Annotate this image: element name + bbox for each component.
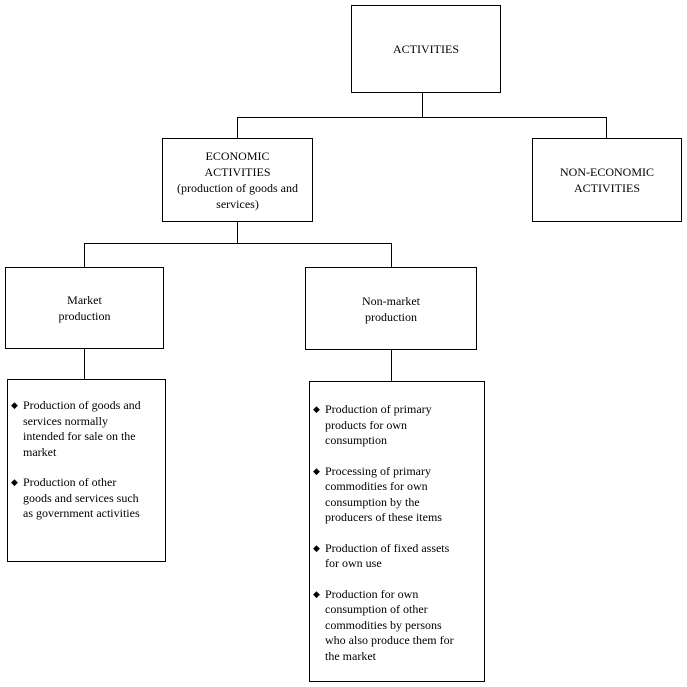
list-item-line: intended for sale on the xyxy=(23,429,136,443)
non-market-production-list-box: ◆ Production of primary products for own… xyxy=(309,381,485,682)
list-item-line: Production for own xyxy=(325,586,419,601)
list-item-line: Production of fixed assets xyxy=(325,540,450,555)
list-item-line: services normally xyxy=(23,413,108,428)
market-label-line-2: production xyxy=(58,309,111,323)
diamond-bullet-icon: ◆ xyxy=(11,477,18,487)
list-item-line: the market xyxy=(325,648,376,663)
diamond-bullet-icon: ◆ xyxy=(313,588,320,599)
non-market-production-box: Non-market production xyxy=(305,267,477,350)
list-item-line: Processing of primary xyxy=(325,463,431,478)
list-item-text: Production for own consumption of other … xyxy=(325,587,478,665)
list-item-line: consumption xyxy=(325,433,387,447)
market-production-list-box: ◆ Production of goods and services norma… xyxy=(7,379,166,562)
list-item-line: as government activities xyxy=(23,506,140,520)
list-item-line: who also produce them for xyxy=(325,633,454,647)
list-item: ◆ Production of fixed assets for own use xyxy=(313,541,478,572)
market-production-box: Market production xyxy=(5,267,164,349)
list-item-text: Production of primary products for own c… xyxy=(325,402,478,449)
diamond-bullet-icon: ◆ xyxy=(313,404,320,414)
non-economic-label-line-1: NON-ECONOMIC xyxy=(560,165,654,179)
economic-label-line-2: ACTIVITIES xyxy=(204,165,271,179)
list-item: ◆ Processing of primary commodities for … xyxy=(313,464,478,526)
non-market-label-line-2: production xyxy=(365,309,417,324)
market-label-line-1: Market xyxy=(67,293,102,307)
list-item: ◆ Production for own consumption of othe… xyxy=(313,587,478,665)
diamond-bullet-icon: ◆ xyxy=(313,465,320,476)
list-item-line: Production of goods and xyxy=(23,398,141,412)
list-item-line: commodities by persons xyxy=(325,617,442,632)
list-item-line: goods and services such xyxy=(23,490,139,505)
diamond-bullet-icon: ◆ xyxy=(11,400,18,410)
non-market-label-line-1: Non-market xyxy=(362,293,420,308)
list-item-line: products for own xyxy=(325,417,407,432)
economic-label-line-3: (production of goods and xyxy=(177,181,298,195)
non-economic-activities-box: NON-ECONOMIC ACTIVITIES xyxy=(532,138,682,222)
list-item-line: consumption of other xyxy=(325,602,428,616)
activities-box: ACTIVITIES xyxy=(351,5,501,93)
list-item-text: Production of goods and services normall… xyxy=(23,398,159,460)
list-item-line: Production of primary xyxy=(325,402,432,416)
list-item: ◆ Production of primary products for own… xyxy=(313,402,478,449)
list-item-line: market xyxy=(23,444,57,459)
economic-label-line-4: services) xyxy=(216,197,259,211)
list-item-line: for own use xyxy=(325,556,382,570)
list-item-line: Production of other xyxy=(23,475,117,489)
market-production-list: ◆ Production of goods and services norma… xyxy=(11,398,159,522)
non-economic-label-line-2: ACTIVITIES xyxy=(574,181,640,195)
list-item-text: Production of fixed assets for own use xyxy=(325,541,478,572)
list-item: ◆ Production of goods and services norma… xyxy=(11,398,159,460)
non-market-production-list: ◆ Production of primary products for own… xyxy=(313,402,478,664)
activities-label: ACTIVITIES xyxy=(393,42,459,56)
list-item-text: Processing of primary commodities for ow… xyxy=(325,464,478,526)
list-item-line: consumption by the xyxy=(325,494,420,509)
list-item-line: producers of these items xyxy=(325,510,442,524)
list-item: ◆ Production of other goods and services… xyxy=(11,475,159,522)
economic-label-line-1: ECONOMIC xyxy=(205,149,270,163)
economic-activities-box: ECONOMIC ACTIVITIES (production of goods… xyxy=(162,138,313,222)
list-item-text: Production of other goods and services s… xyxy=(23,475,159,522)
list-item-line: commodities for own xyxy=(325,479,428,493)
diamond-bullet-icon: ◆ xyxy=(313,542,320,553)
